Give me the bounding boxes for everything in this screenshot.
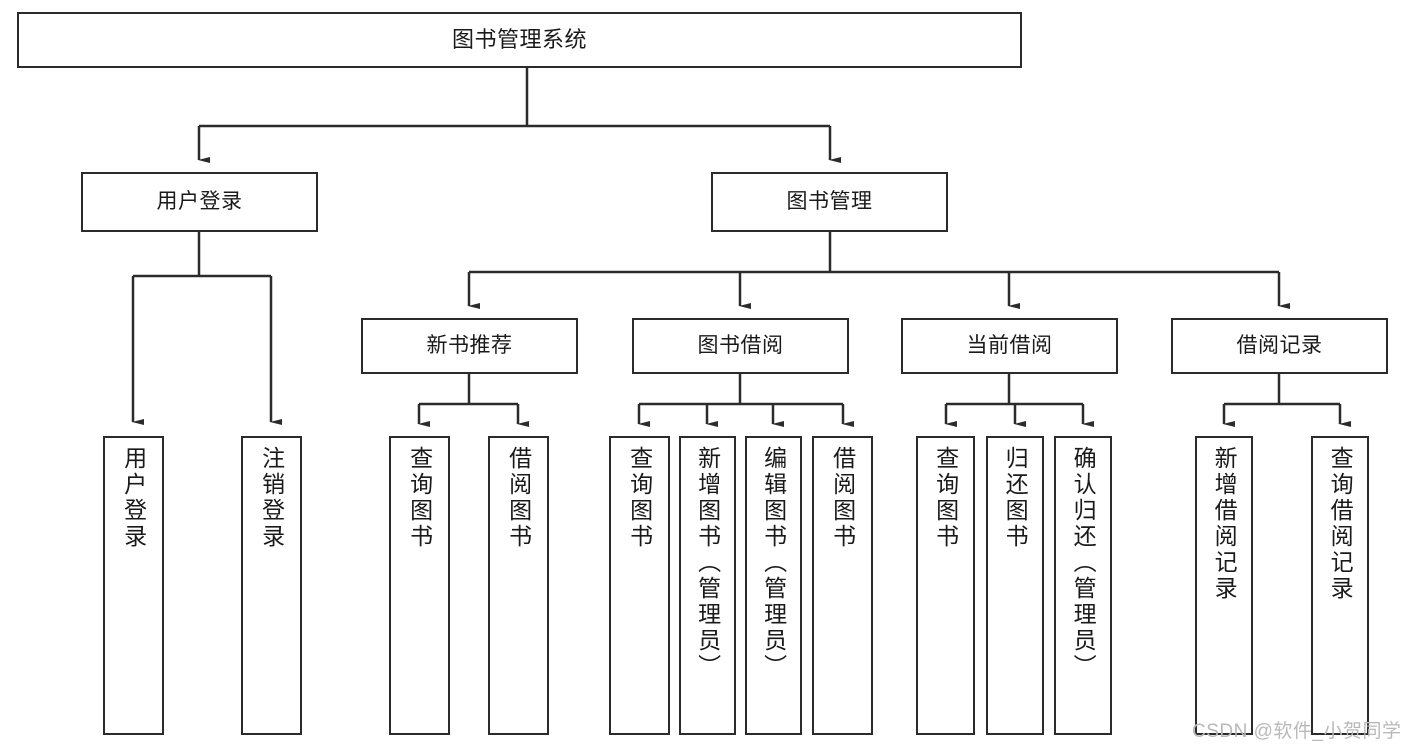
leaf-edit-book-admin[interactable]: 编辑图书（管理员）: [745, 436, 802, 735]
node-user-login[interactable]: 用户登录: [81, 172, 318, 232]
leaf-confirm-return-admin[interactable]: 确认归还（管理员）: [1054, 436, 1112, 735]
leaf-return-books[interactable]: 归还图书: [986, 436, 1044, 735]
node-root-library-management-system[interactable]: 图书管理系统: [17, 12, 1022, 68]
node-book-borrowing[interactable]: 图书借阅: [632, 318, 849, 374]
leaf-user-login[interactable]: 用户登录: [103, 436, 164, 735]
node-label: 用户登录: [120, 446, 147, 550]
leaf-add-book-admin[interactable]: 新增图书（管理员）: [679, 436, 736, 735]
node-label: 借阅记录: [1236, 333, 1323, 357]
node-label: 图书管理系统: [451, 27, 587, 53]
node-label: 借阅图书: [829, 446, 856, 550]
node-borrowing-records[interactable]: 借阅记录: [1171, 318, 1388, 374]
node-label: 注销登录: [258, 446, 285, 550]
node-new-book-recommendation[interactable]: 新书推荐: [361, 318, 578, 374]
node-label: 借阅图书: [505, 446, 532, 550]
leaf-query-books-recommendation[interactable]: 查询图书: [389, 436, 450, 735]
node-label: 用户登录: [156, 189, 243, 213]
csdn-watermark: CSDN @软件_小贺同学: [1192, 721, 1402, 742]
node-label: 归还图书: [1002, 446, 1029, 550]
node-label: 新书推荐: [426, 333, 513, 357]
node-current-borrowing[interactable]: 当前借阅: [901, 318, 1118, 374]
leaf-borrow-books-borrowing[interactable]: 借阅图书: [812, 436, 873, 735]
leaf-query-books-current[interactable]: 查询图书: [916, 436, 975, 735]
node-label: 查询图书: [626, 446, 653, 550]
node-label: 查询图书: [932, 446, 959, 550]
node-label: 查询借阅记录: [1327, 446, 1354, 602]
node-book-management[interactable]: 图书管理: [711, 172, 948, 232]
node-label: 新增图书（管理员）: [694, 446, 721, 680]
leaf-query-borrowing-record[interactable]: 查询借阅记录: [1311, 436, 1369, 735]
leaf-logout[interactable]: 注销登录: [241, 436, 302, 735]
node-label: 编辑图书（管理员）: [760, 446, 787, 680]
leaf-add-borrowing-record[interactable]: 新增借阅记录: [1195, 436, 1253, 735]
node-label: 当前借阅: [966, 333, 1053, 357]
node-label: 图书借阅: [697, 333, 784, 357]
leaf-borrow-books-recommendation[interactable]: 借阅图书: [488, 436, 549, 735]
node-label: 图书管理: [786, 189, 873, 213]
node-label: 新增借阅记录: [1211, 446, 1238, 602]
node-label: 确认归还（管理员）: [1070, 446, 1097, 680]
node-label: 查询图书: [406, 446, 433, 550]
leaf-query-books-borrowing[interactable]: 查询图书: [609, 436, 670, 735]
